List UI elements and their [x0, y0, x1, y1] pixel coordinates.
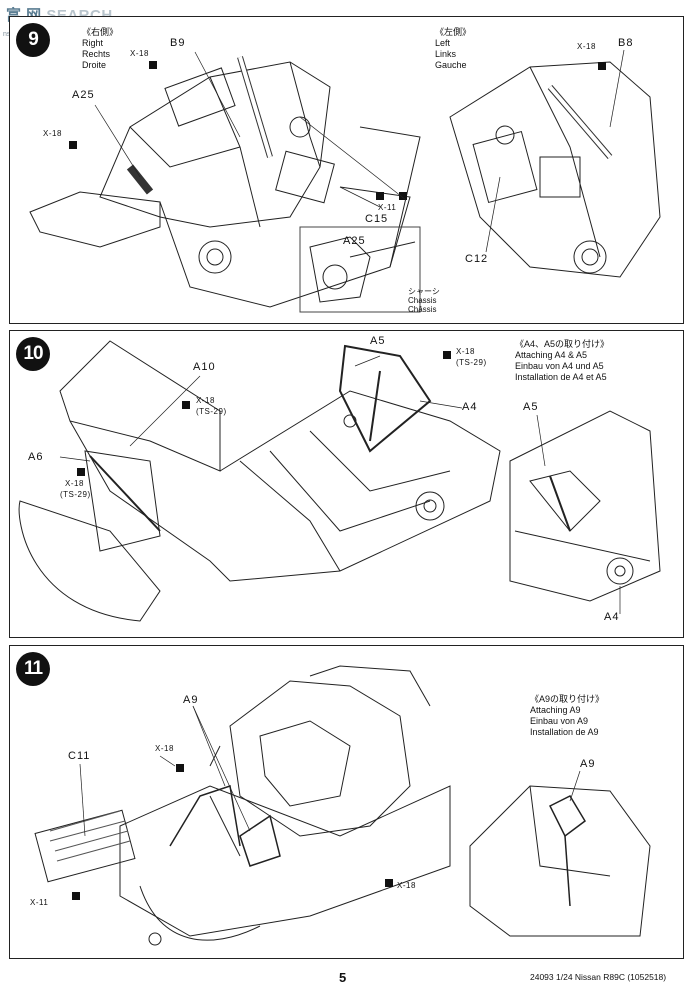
step-9-illustration	[29, 49, 661, 313]
heading-jp: 《A4、A5の取り付け》	[515, 339, 610, 349]
heading-en: Attaching A4 & A5	[515, 350, 588, 360]
screw-x18: X-18	[43, 129, 62, 138]
left-de: Links	[435, 49, 457, 59]
part-b8: B8	[618, 37, 634, 49]
step-10-inset-caption: 《A4、A5の取り付け》 Attaching A4 & A5 Einbau vo…	[515, 339, 609, 383]
paint-ts29: (TS-29)	[60, 490, 91, 499]
screw-x18: X-18	[65, 479, 84, 488]
part-a25: A25	[72, 89, 95, 101]
part-a5: A5	[370, 335, 386, 347]
left-heading: 《左側》	[435, 27, 472, 37]
right-fr: Droite	[82, 60, 107, 70]
screw-x11: X-11	[378, 203, 397, 212]
part-c12: C12	[465, 253, 489, 265]
chassis-fr: Châssis	[408, 305, 437, 314]
step-11-illustration	[34, 665, 651, 946]
step-9-number: 9	[16, 23, 50, 57]
part-b9: B9	[170, 37, 186, 49]
inset-chassis-label: シャーシ Chassis Châssis	[408, 287, 440, 314]
chassis-en: Chassis	[408, 296, 437, 305]
screw-x18: X-18	[155, 744, 174, 753]
product-code: 24093 1/24 Nissan R89C (1052518)	[530, 972, 667, 982]
screw-x18: X-18	[456, 347, 475, 356]
right-de: Rechts	[82, 49, 111, 59]
heading-de: Einbau von A9	[530, 716, 589, 726]
step-9-left-caption: 《左側》 Left Links Gauche	[435, 27, 471, 71]
heading-fr: Installation de A9	[530, 727, 599, 737]
page-number: 5	[339, 970, 347, 985]
step-10-panel: 10 A10 X-18 (TS-29) A6 X-18 (TS-29) A5 X…	[9, 330, 684, 638]
inset-part-a25: A25	[343, 235, 366, 247]
heading-en: Attaching A9	[530, 705, 581, 715]
left-fr: Gauche	[435, 60, 467, 70]
screw-x18: X-18	[196, 396, 215, 405]
heading-jp: 《A9の取り付け》	[530, 694, 605, 704]
part-a10: A10	[193, 361, 216, 373]
part-c15: C15	[365, 213, 389, 225]
step-9-panel: 9 《右側》 Right Rechts Droite 《左側》 Left Lin…	[9, 16, 684, 324]
left-en: Left	[435, 38, 451, 48]
step-11-number: 11	[16, 652, 50, 686]
part-a4: A4	[462, 401, 478, 413]
step-11-inset-caption: 《A9の取り付け》 Attaching A9 Einbau von A9 Ins…	[530, 694, 604, 738]
right-heading: 《右側》	[82, 27, 119, 37]
heading-de: Einbau von A4 und A5	[515, 361, 604, 371]
step-10-illustration	[18, 340, 661, 622]
inset-part-a5: A5	[523, 401, 539, 413]
paint-ts29: (TS-29)	[196, 407, 227, 416]
heading-fr: Installation de A4 et A5	[515, 372, 607, 382]
paint-ts29: (TS-29)	[456, 358, 487, 367]
right-en: Right	[82, 38, 104, 48]
inset-part-a9: A9	[580, 758, 596, 770]
screw-x18: X-18	[397, 881, 416, 890]
step-10-number: 10	[16, 337, 50, 371]
inset-part-a4: A4	[604, 611, 620, 623]
step-9-right-caption: 《右側》 Right Rechts Droite	[82, 27, 118, 71]
chassis-jp: シャーシ	[408, 287, 440, 296]
part-a9: A9	[183, 694, 199, 706]
screw-x18: X-18	[130, 49, 149, 58]
part-a6: A6	[28, 451, 44, 463]
screw-x18: X-18	[577, 42, 596, 51]
part-c11: C11	[68, 750, 91, 762]
step-11-panel: 11 A9 C11 X-18 X-18 X-11 《A9の取り付け》 Attac…	[9, 645, 684, 959]
screw-x11: X-11	[30, 898, 49, 907]
